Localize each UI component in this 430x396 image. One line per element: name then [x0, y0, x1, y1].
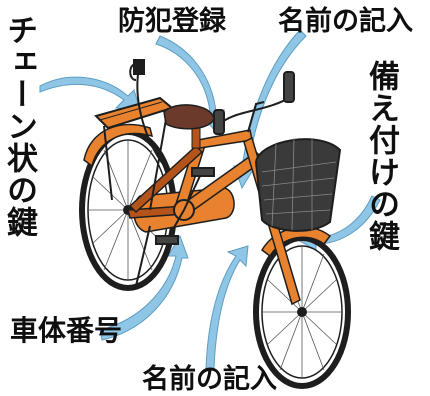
- label-name-entry-top: 名前の記入: [278, 6, 413, 36]
- handlebar: [213, 71, 295, 135]
- arrow-frame-number: [99, 234, 189, 341]
- arrow-chain-lock: [39, 76, 141, 111]
- front-wheel: [253, 235, 351, 389]
- arrow-name-bottom: [205, 245, 249, 369]
- rear-fender: [83, 123, 154, 168]
- front-basket: [254, 137, 342, 232]
- label-chain-lock: チェーン状の鍵: [2, 14, 37, 238]
- label-anti-theft-registration: 防犯登録: [118, 6, 226, 36]
- chain-lock-graphic: [129, 59, 169, 171]
- pedal-crank: [155, 167, 215, 245]
- rear-rack: [94, 96, 175, 211]
- label-built-in-lock: 備え付けの鍵: [364, 60, 399, 252]
- label-frame-number: 車体番号: [10, 316, 123, 347]
- kickstand: [135, 225, 151, 287]
- label-name-entry-bottom: 名前の記入: [142, 364, 277, 394]
